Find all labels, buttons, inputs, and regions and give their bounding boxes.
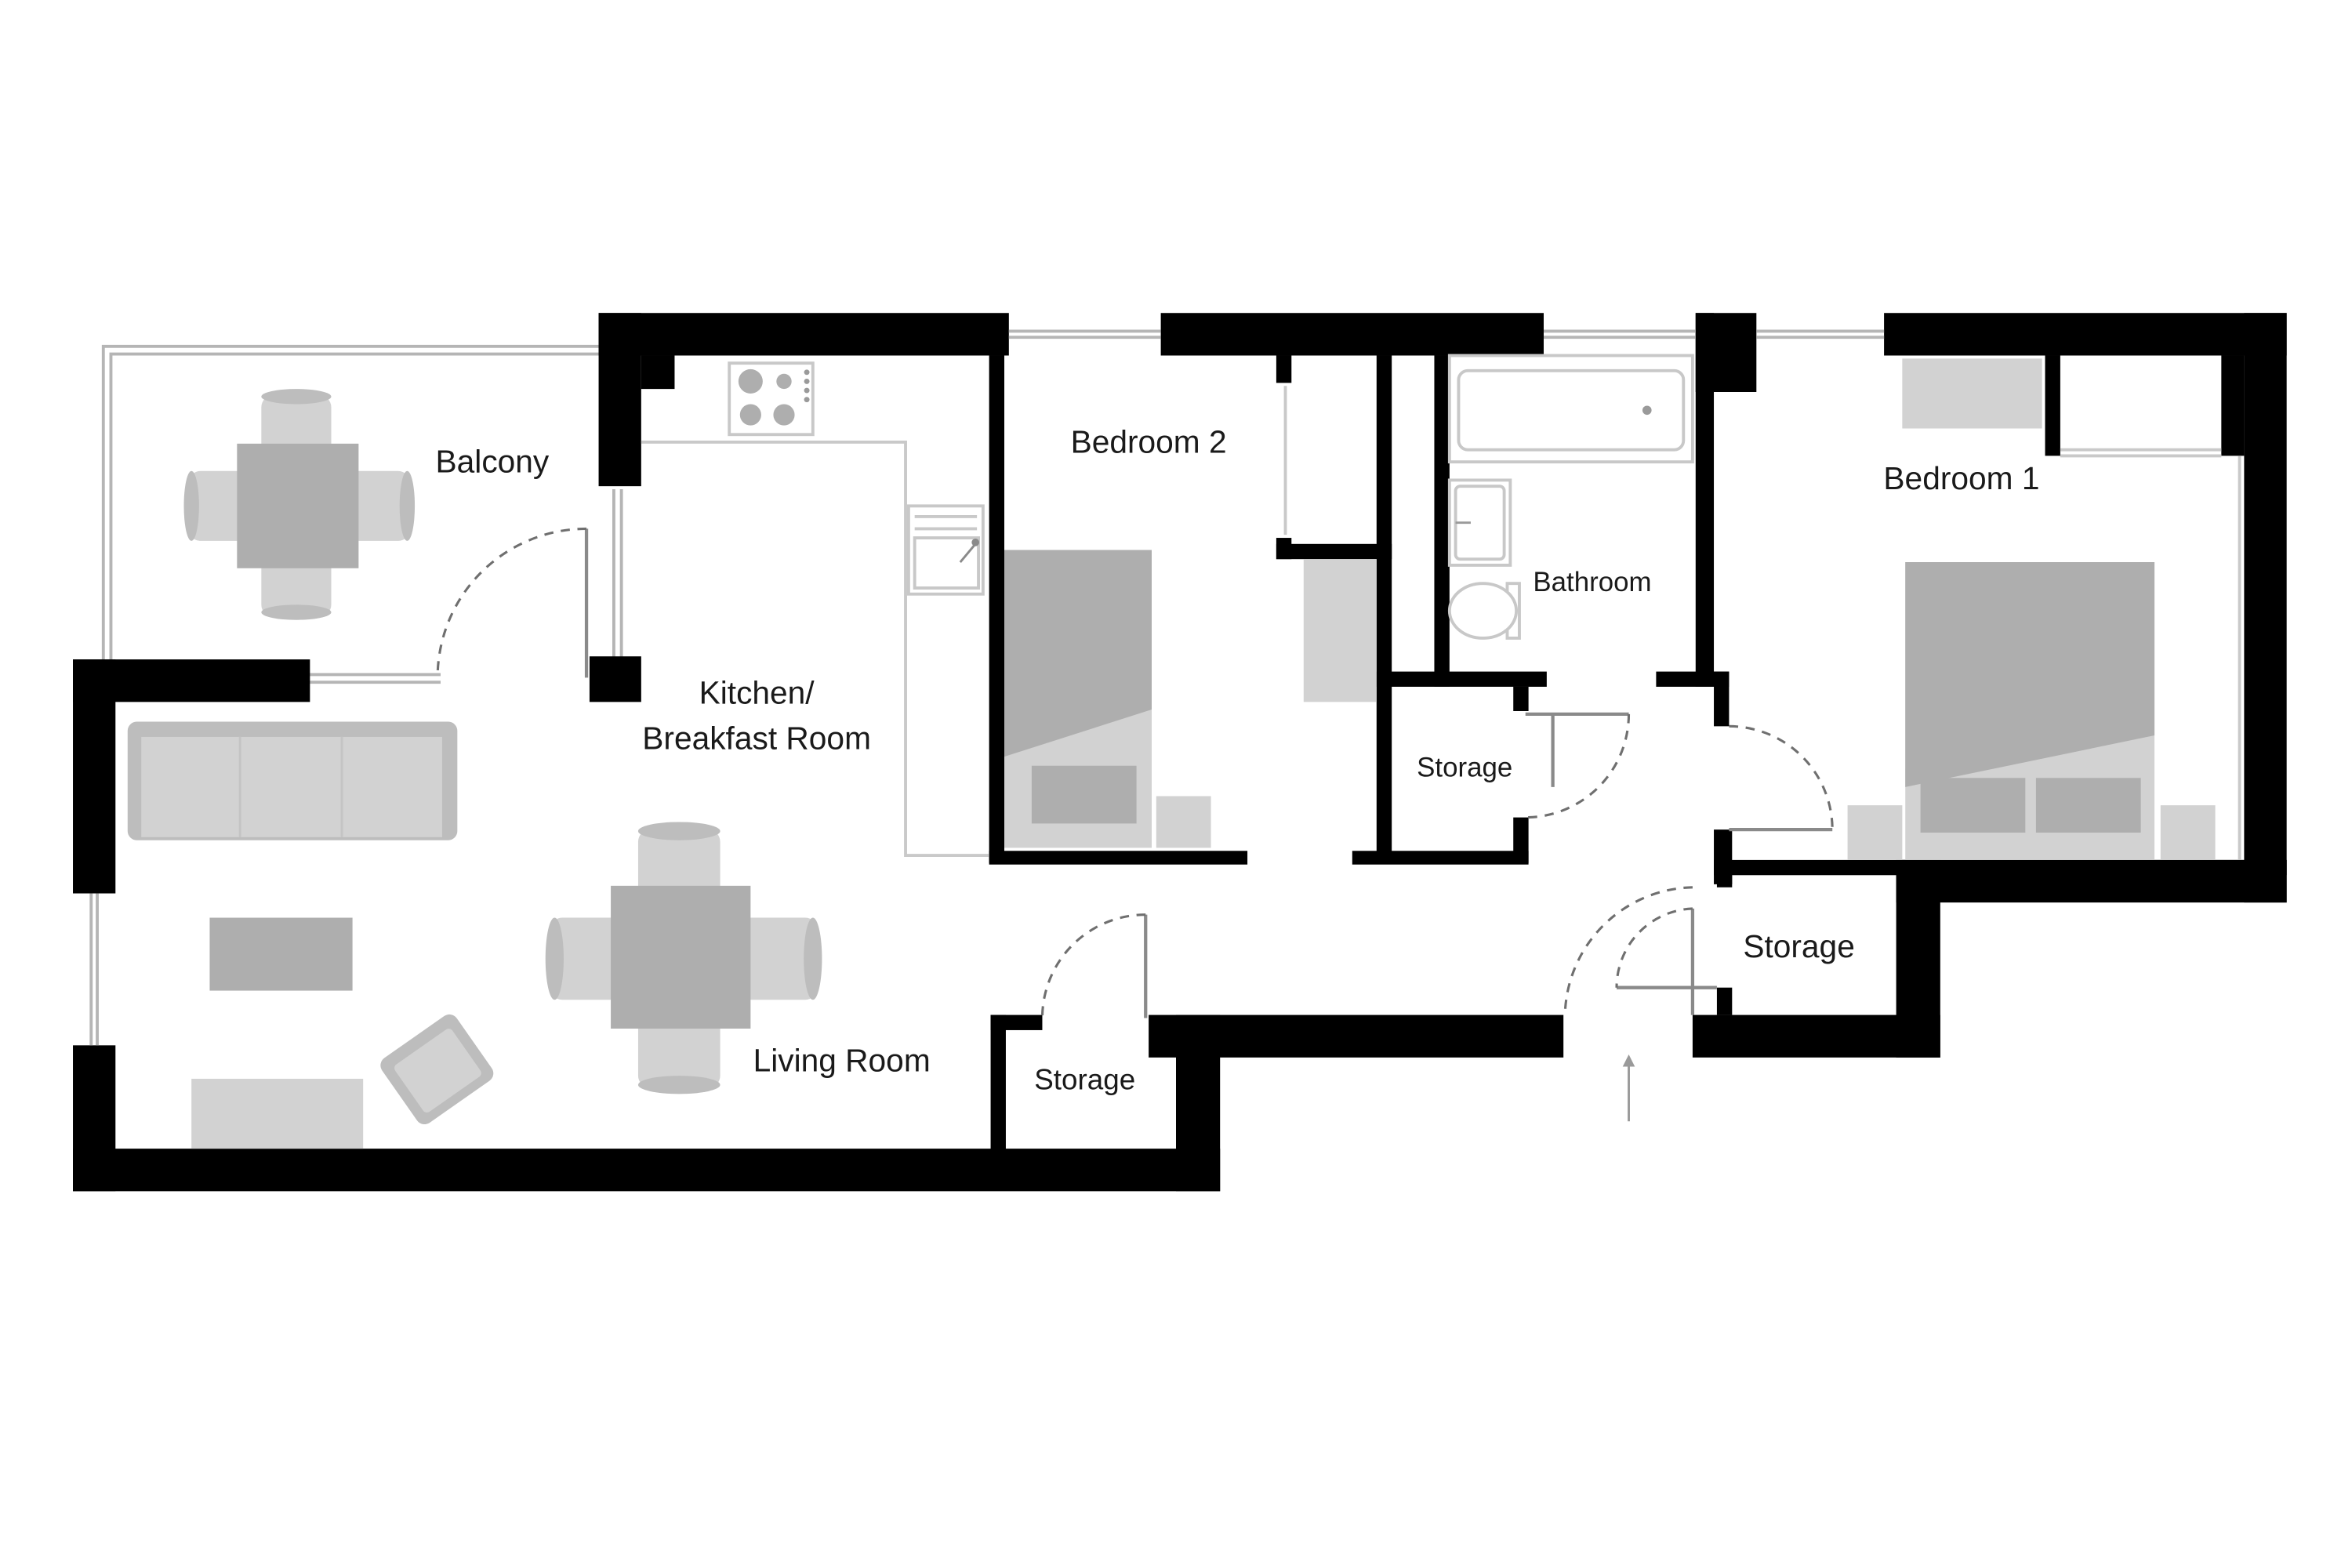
balcony-area [101,344,623,684]
balcony-label: Balcony [436,444,550,480]
sofa [127,721,458,840]
kitchen-label-line1: Kitchen/ [699,674,815,710]
room-labels: Balcony Kitchen/ Breakfast Room Bedroom … [436,424,2040,1096]
bedroom2-label: Bedroom 2 [1071,424,1227,460]
living-room-label: Living Room [753,1042,931,1078]
bathroom-label: Bathroom [1533,567,1651,597]
living-room-furniture [127,721,822,1149]
bathroom-fixtures [1447,354,1694,640]
kitchen-counter [641,361,989,858]
storage-right-label: Storage [1743,928,1855,964]
door-swing-icon [436,527,1834,1018]
bedroom1-label: Bedroom 1 [1883,460,2039,496]
storage-bath-label: Storage [1417,752,1512,782]
walls [73,313,2287,1192]
windows [89,329,1885,1046]
bedroom2-furniture [1004,386,1377,848]
bedroom1-furniture [1847,358,2241,860]
armchair [380,1014,494,1125]
kitchen-label-line2: Breakfast Room [642,720,871,756]
toilet-icon [1447,582,1521,640]
storage-living-label: Storage [1034,1064,1135,1096]
balcony-table-set [183,389,416,620]
entrance-arrow-icon [1622,1054,1635,1122]
sink-icon [906,504,985,596]
dining-table-set [545,822,822,1094]
